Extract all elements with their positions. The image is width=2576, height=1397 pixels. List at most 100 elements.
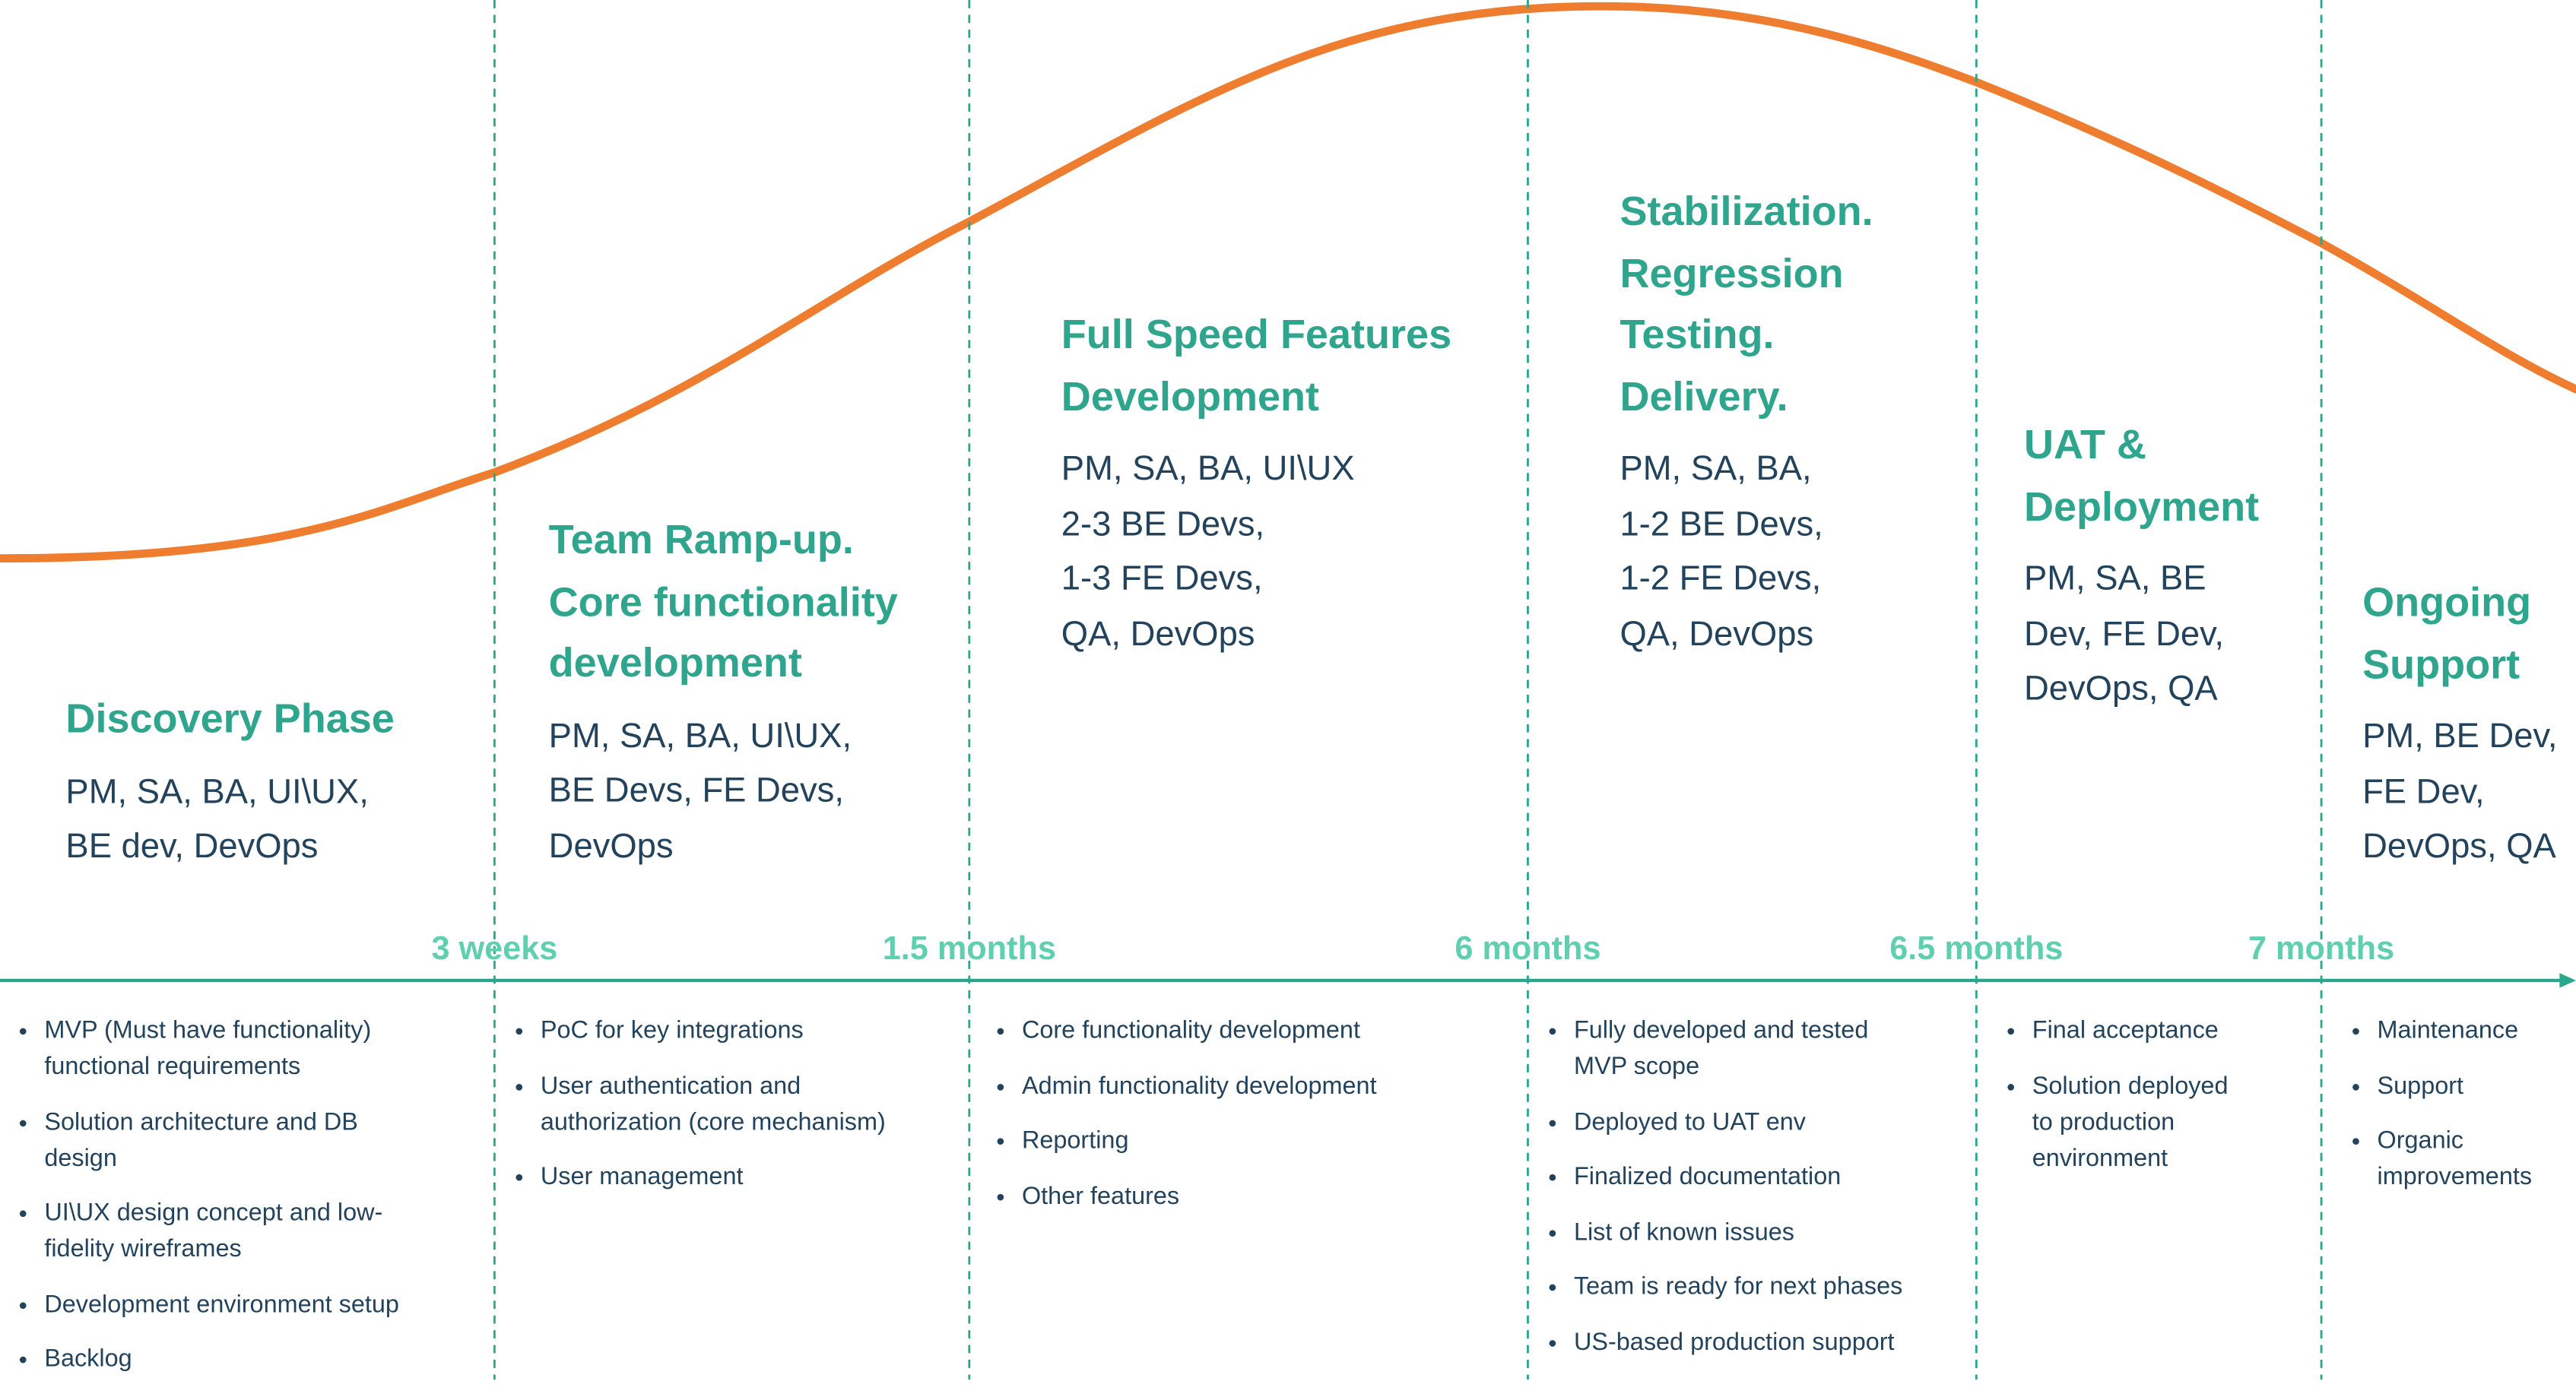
task-line: Development environment setup bbox=[44, 1290, 399, 1318]
task-line: Fully developed and tested bbox=[1573, 1016, 1869, 1045]
phase-team-line: BE Devs, FE Devs, bbox=[548, 771, 844, 810]
task-line: functional requirements bbox=[44, 1053, 301, 1081]
task-line: Backlog bbox=[44, 1345, 132, 1373]
phase-title: UAT & Deployment bbox=[2024, 416, 2259, 539]
task-line: to production bbox=[2032, 1107, 2175, 1136]
phase-title-line: UAT & bbox=[2023, 422, 2147, 468]
task-item: Development environment setup bbox=[19, 1287, 399, 1323]
phase-team-line: QA, DevOps bbox=[1620, 615, 1814, 653]
phase-team-ramp-up: Team Ramp-up. Core functionality develop… bbox=[549, 511, 898, 874]
task-line: Final acceptance bbox=[2032, 1016, 2219, 1045]
milestone-label: 7 months bbox=[2248, 931, 2395, 968]
phase-discovery: Discovery Phase PM, SA, BA, UI\UX, BE de… bbox=[65, 689, 394, 874]
effort-curve bbox=[0, 2, 2576, 563]
phase-title: Team Ramp-up. Core functionality develop… bbox=[549, 511, 898, 695]
task-line: authorization (core mechanism) bbox=[540, 1107, 886, 1136]
task-item: Backlog bbox=[19, 1342, 399, 1378]
phase-title: Full Speed Features Development bbox=[1061, 306, 1451, 429]
phase-team-line: QA, DevOps bbox=[1061, 615, 1255, 653]
phase-team-line: PM, SA, BA, UI\UX, bbox=[548, 717, 852, 755]
phase-team-line: DevOps, QA bbox=[2362, 827, 2556, 866]
task-item: Reporting bbox=[997, 1123, 1377, 1160]
task-line: fidelity wireframes bbox=[44, 1234, 242, 1263]
task-line: Solution architecture and DB bbox=[44, 1107, 358, 1136]
phase-team-line: FE Dev, bbox=[2362, 772, 2485, 811]
phase-team: PM, BE Dev, FE Dev, DevOps, QA bbox=[2362, 709, 2557, 874]
task-item: Other features bbox=[997, 1178, 1377, 1215]
phase-team-line: Dev, FE Dev, bbox=[2023, 615, 2225, 653]
phase-team: PM, SA, BE Dev, FE Dev, DevOps, QA bbox=[2024, 552, 2259, 717]
task-item: Finalized documentation bbox=[1549, 1159, 1903, 1196]
phase-uat-deployment: UAT & Deployment PM, SA, BE Dev, FE Dev,… bbox=[2024, 416, 2259, 717]
task-line: MVP scope bbox=[1573, 1053, 1700, 1081]
phase-title-line: development bbox=[548, 640, 802, 687]
task-list-uat-deployment: Final acceptance Solution deployed to pro… bbox=[2007, 1013, 2228, 1196]
milestone-label: 6 months bbox=[1455, 931, 1601, 968]
phase-team-line: PM, SA, BE bbox=[2023, 559, 2206, 598]
phase-title-line: Ongoing bbox=[2362, 579, 2532, 626]
task-item: Admin functionality development bbox=[997, 1069, 1377, 1105]
task-line: Solution deployed bbox=[2032, 1071, 2229, 1100]
task-line: environment bbox=[2032, 1143, 2168, 1172]
phase-team: PM, SA, BA, UI\UX 2-3 BE Devs, 1-3 FE De… bbox=[1061, 442, 1451, 662]
task-list-discovery: MVP (Must have functionality) functional … bbox=[19, 1013, 399, 1397]
phase-team-line: PM, SA, BA, UI\UX bbox=[1061, 450, 1355, 488]
task-item: Team is ready for next phases bbox=[1549, 1269, 1903, 1306]
task-line: PoC for key integrations bbox=[540, 1016, 804, 1045]
task-item: Core functionality development bbox=[997, 1013, 1377, 1050]
task-line: Core functionality development bbox=[1021, 1016, 1360, 1045]
task-line: Admin functionality development bbox=[1021, 1071, 1377, 1100]
milestone-label: 1.5 months bbox=[882, 931, 1056, 968]
task-item: Final acceptance bbox=[2007, 1013, 2228, 1050]
phase-team-line: PM, SA, BA, bbox=[1620, 450, 1812, 488]
task-item: PoC for key integrations bbox=[516, 1013, 885, 1050]
task-item: US-based production support bbox=[1549, 1325, 1903, 1361]
phase-title-line: Full Speed Features bbox=[1061, 312, 1452, 359]
phase-team-line: PM, SA, BA, UI\UX, bbox=[65, 772, 369, 811]
phase-team-line: 2-3 BE Devs, bbox=[1061, 505, 1265, 543]
task-line: List of known issues bbox=[1573, 1218, 1794, 1246]
phase-team-line: DevOps, QA bbox=[2023, 670, 2218, 708]
task-line: design bbox=[44, 1143, 117, 1172]
phase-team-line: PM, BE Dev, bbox=[2362, 718, 2558, 756]
phase-team-line: DevOps bbox=[548, 826, 674, 865]
task-item: Solution architecture and DB design bbox=[19, 1104, 399, 1177]
task-line: Team is ready for next phases bbox=[1573, 1272, 1903, 1301]
milestone-label: 3 weeks bbox=[431, 931, 558, 968]
task-line: Organic bbox=[2377, 1126, 2464, 1155]
phase-title: Discovery Phase bbox=[65, 689, 394, 751]
task-item: User management bbox=[516, 1159, 885, 1196]
phase-team-line: 1-3 FE Devs, bbox=[1061, 559, 1263, 598]
task-line: MVP (Must have functionality) bbox=[44, 1016, 372, 1045]
phase-team-line: 1-2 FE Devs, bbox=[1620, 559, 1822, 598]
task-list-team-ramp-up: PoC for key integrations User authentica… bbox=[516, 1013, 886, 1215]
task-item: MVP (Must have functionality) functional … bbox=[19, 1013, 399, 1085]
phase-title-line: Stabilization. bbox=[1620, 188, 1873, 235]
phase-title-line: Discovery Phase bbox=[65, 696, 395, 743]
phase-dividers bbox=[493, 0, 2323, 1380]
milestone-label: 6.5 months bbox=[1889, 931, 2064, 968]
task-line: Maintenance bbox=[2377, 1016, 2519, 1045]
phase-ongoing-support: Ongoing Support PM, BE Dev, FE Dev, DevO… bbox=[2362, 573, 2557, 874]
phase-full-speed-development: Full Speed Features Development PM, SA, … bbox=[1061, 306, 1451, 662]
timeline-axis bbox=[0, 973, 2576, 988]
phase-title: Ongoing Support bbox=[2362, 573, 2557, 696]
task-line: Deployed to UAT env bbox=[1573, 1107, 1807, 1136]
phase-team: PM, SA, BA, UI\UX, BE dev, DevOps bbox=[65, 765, 394, 875]
task-line: Other features bbox=[1021, 1181, 1180, 1210]
phase-title-line: Regression bbox=[1620, 250, 1844, 297]
phase-stabilization: Stabilization. Regression Testing. Deliv… bbox=[1620, 182, 1873, 662]
arrow-right-icon bbox=[2559, 973, 2576, 988]
phase-title-line: Development bbox=[1061, 373, 1320, 420]
task-line: Reporting bbox=[1021, 1126, 1129, 1155]
phase-team-line: 1-2 BE Devs, bbox=[1620, 505, 1823, 543]
task-line: Support bbox=[2377, 1071, 2464, 1100]
phase-title-line: Deployment bbox=[2023, 483, 2260, 530]
